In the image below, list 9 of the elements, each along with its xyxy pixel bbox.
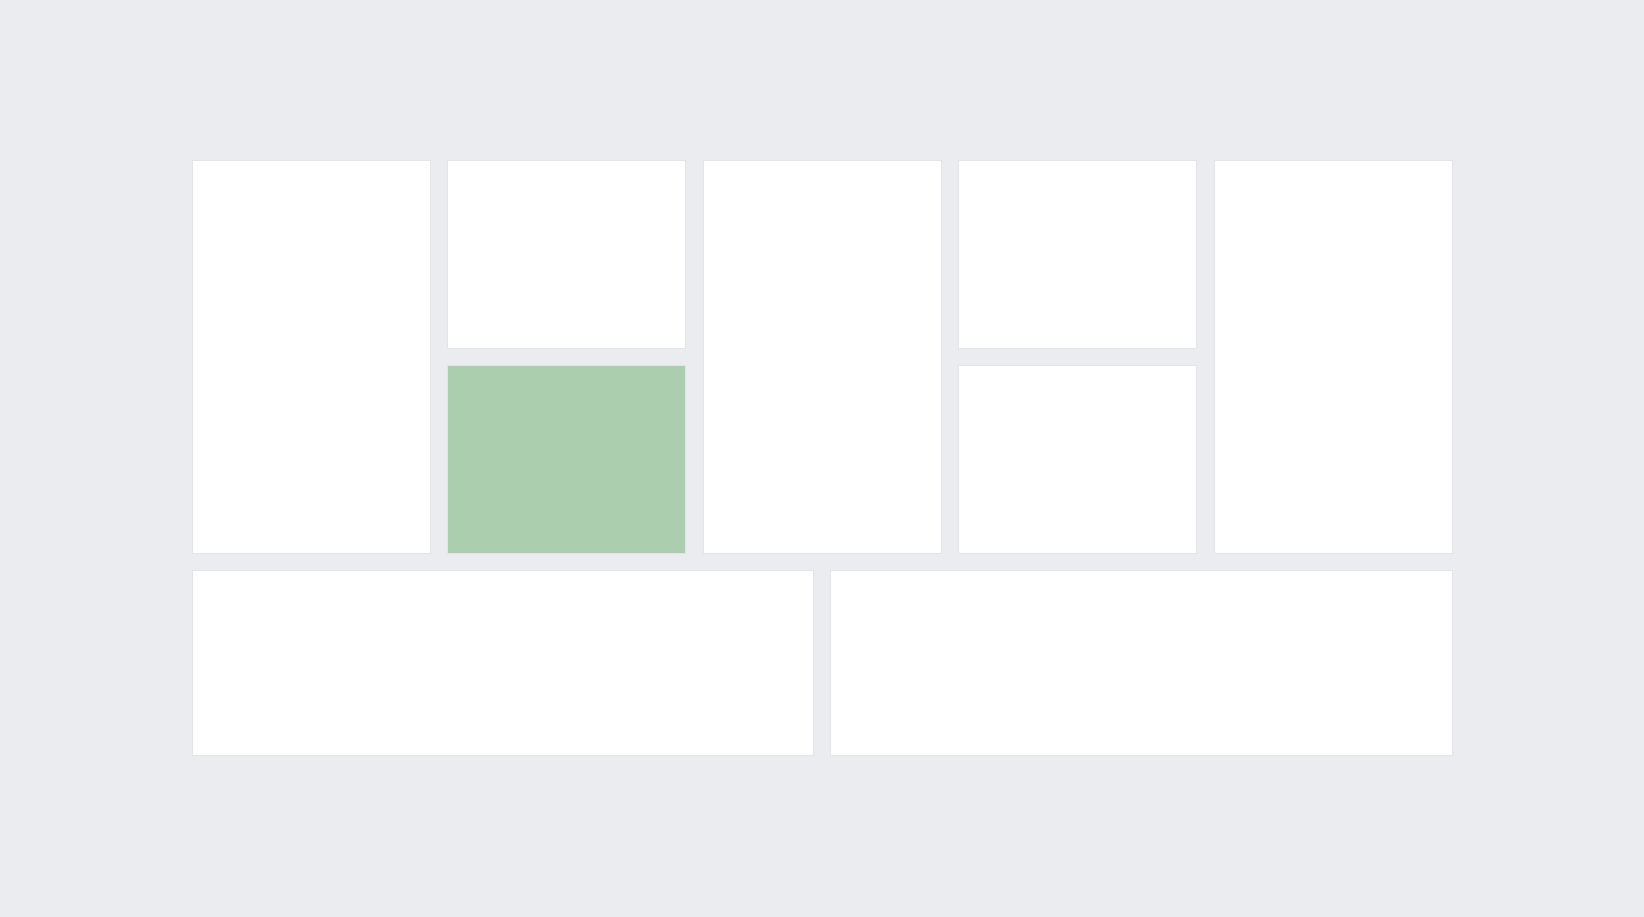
highlighted-card (447, 365, 686, 554)
card (192, 160, 431, 554)
card (830, 570, 1453, 756)
card (703, 160, 942, 554)
card (447, 160, 686, 349)
card (958, 160, 1197, 349)
card (192, 570, 814, 756)
card (1214, 160, 1453, 554)
card (958, 365, 1197, 554)
